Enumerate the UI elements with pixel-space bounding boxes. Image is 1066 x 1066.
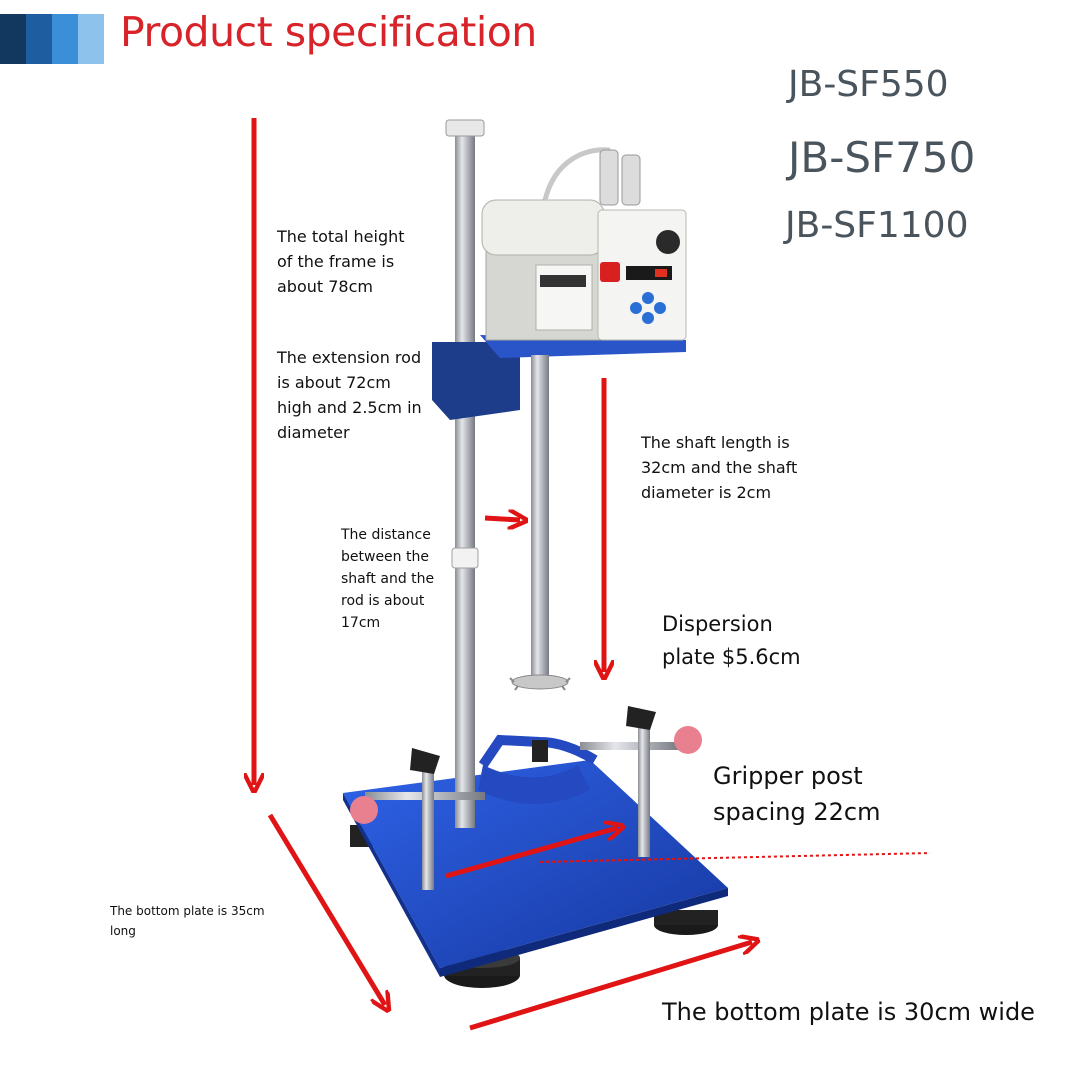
arrow-plate-width (469, 942, 752, 1031)
base-feet (350, 825, 718, 988)
annotation-shaft-length: The shaft length is 32cm and the shaft d… (641, 433, 798, 502)
annotation-dispersion-plate: Dispersion plate $5.6cm (662, 612, 801, 669)
arrow-plate-length (267, 813, 385, 1005)
base-plate (343, 760, 728, 977)
model-jb-sf550: JB-SF550 (788, 64, 949, 105)
stripe-4 (78, 14, 104, 64)
annotation-extension-rod: The extension rod is about 72cm high and… (277, 348, 422, 442)
mixer-shaft (509, 355, 571, 691)
motor-unit (481, 147, 687, 341)
stripe-1 (0, 14, 26, 64)
annotation-total-height: The total height of the frame is about 7… (277, 227, 405, 296)
stripe-2 (26, 14, 52, 64)
arrow-shaft-distance (484, 518, 520, 520)
header-color-stripes (0, 14, 104, 64)
model-jb-sf1100: JB-SF1100 (785, 205, 969, 246)
stripe-3 (52, 14, 78, 64)
page-title: Product specification (120, 8, 537, 56)
gripper-dotted-line (539, 852, 931, 863)
container-clamp (350, 706, 702, 890)
annotation-shaft-rod-distance: The distance between the shaft and the r… (341, 527, 435, 631)
motor-bracket (432, 335, 686, 420)
arrow-gripper-spacing (445, 828, 617, 879)
support-rod (445, 119, 485, 828)
annotation-plate-length: The bottom plate is 35cm long (110, 904, 265, 938)
annotation-plate-width: The bottom plate is 30cm wide (662, 998, 1035, 1026)
annotation-gripper-spacing: Gripper post spacing 22cm (713, 762, 881, 826)
model-jb-sf750: JB-SF750 (788, 133, 976, 182)
dimension-arrows (254, 118, 752, 1031)
